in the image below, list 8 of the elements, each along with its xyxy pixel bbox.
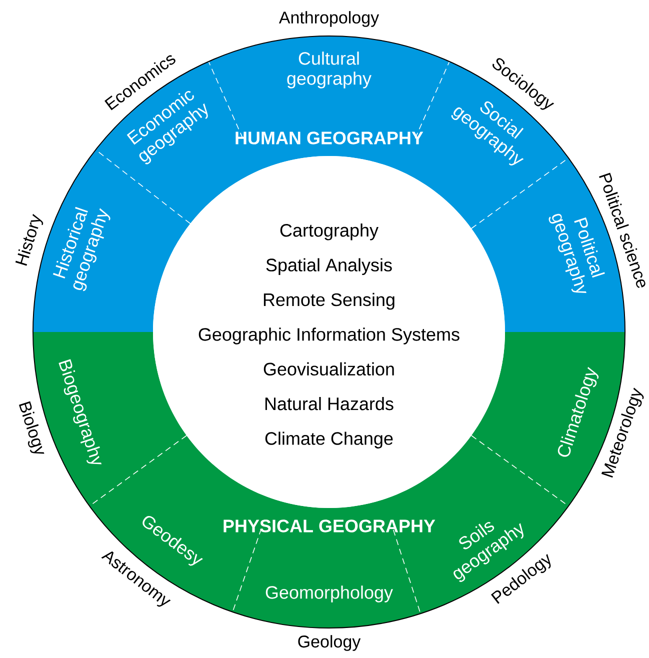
- band-heading: HUMAN GEOGRAPHY: [236, 132, 424, 144]
- segment-label: Cultural geography: [287, 52, 372, 88]
- discipline-label: Anthropology: [278, 11, 380, 27]
- segment-label: Geomorphology: [266, 586, 393, 602]
- discipline-label: History: [15, 214, 44, 266]
- discipline-label: Geology: [298, 635, 361, 651]
- band-heading: PHYSICAL GEOGRAPHY: [224, 520, 436, 532]
- discipline-label: Biology: [18, 401, 44, 454]
